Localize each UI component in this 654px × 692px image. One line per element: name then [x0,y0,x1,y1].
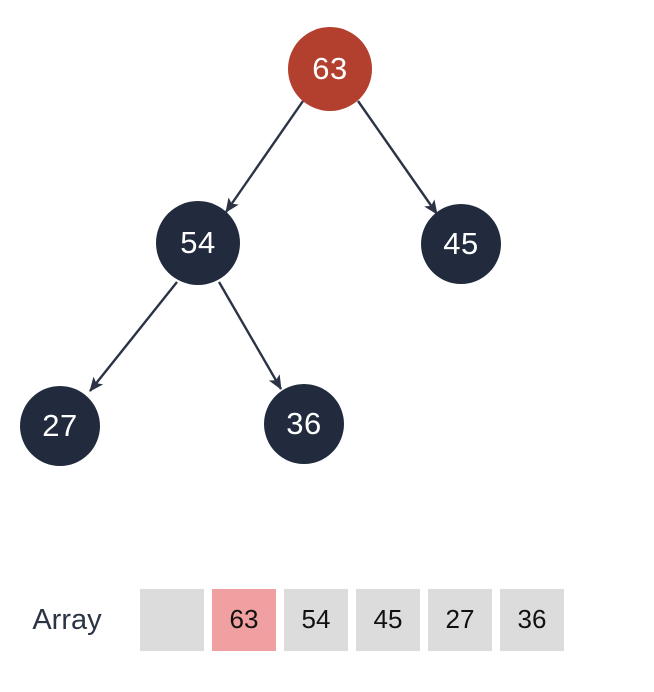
tree-edge [225,100,304,213]
array-cell-list: 63 54 45 27 36 [140,589,564,651]
array-label: Array [32,603,102,636]
tree-node-45[interactable]: 45 [421,204,501,284]
tree-edges [89,100,438,392]
tree-edge [357,100,438,215]
tree-node-63[interactable]: 63 [288,27,372,111]
array-cell-value: 45 [373,604,403,634]
binary-tree-diagram: 63 54 45 27 36 [20,27,501,466]
tree-edge [217,281,283,390]
array-representation: Array 63 54 45 27 36 [0,578,654,662]
tree-node-36[interactable]: 36 [264,384,344,464]
array-cell-0[interactable] [140,589,204,651]
tree-edge [89,281,178,392]
array-cell-3[interactable]: 45 [356,589,420,651]
tree-node-27[interactable]: 27 [20,386,100,466]
tree-node-value: 27 [42,407,78,443]
tree-node-54[interactable]: 54 [156,201,240,285]
array-cell-2[interactable]: 54 [284,589,348,651]
array-cell-1[interactable]: 63 [212,589,276,651]
array-cell-value: 63 [229,604,259,634]
tree-node-value: 54 [180,224,216,260]
array-cell-5[interactable]: 36 [500,589,564,651]
tree-node-value: 63 [312,50,348,86]
array-cell-4[interactable]: 27 [428,589,492,651]
array-cell-value: 54 [301,604,331,634]
tree-node-value: 36 [286,405,322,441]
tree-node-value: 45 [443,225,479,261]
array-cell-value: 27 [445,604,475,634]
array-cell-value: 36 [517,604,547,634]
